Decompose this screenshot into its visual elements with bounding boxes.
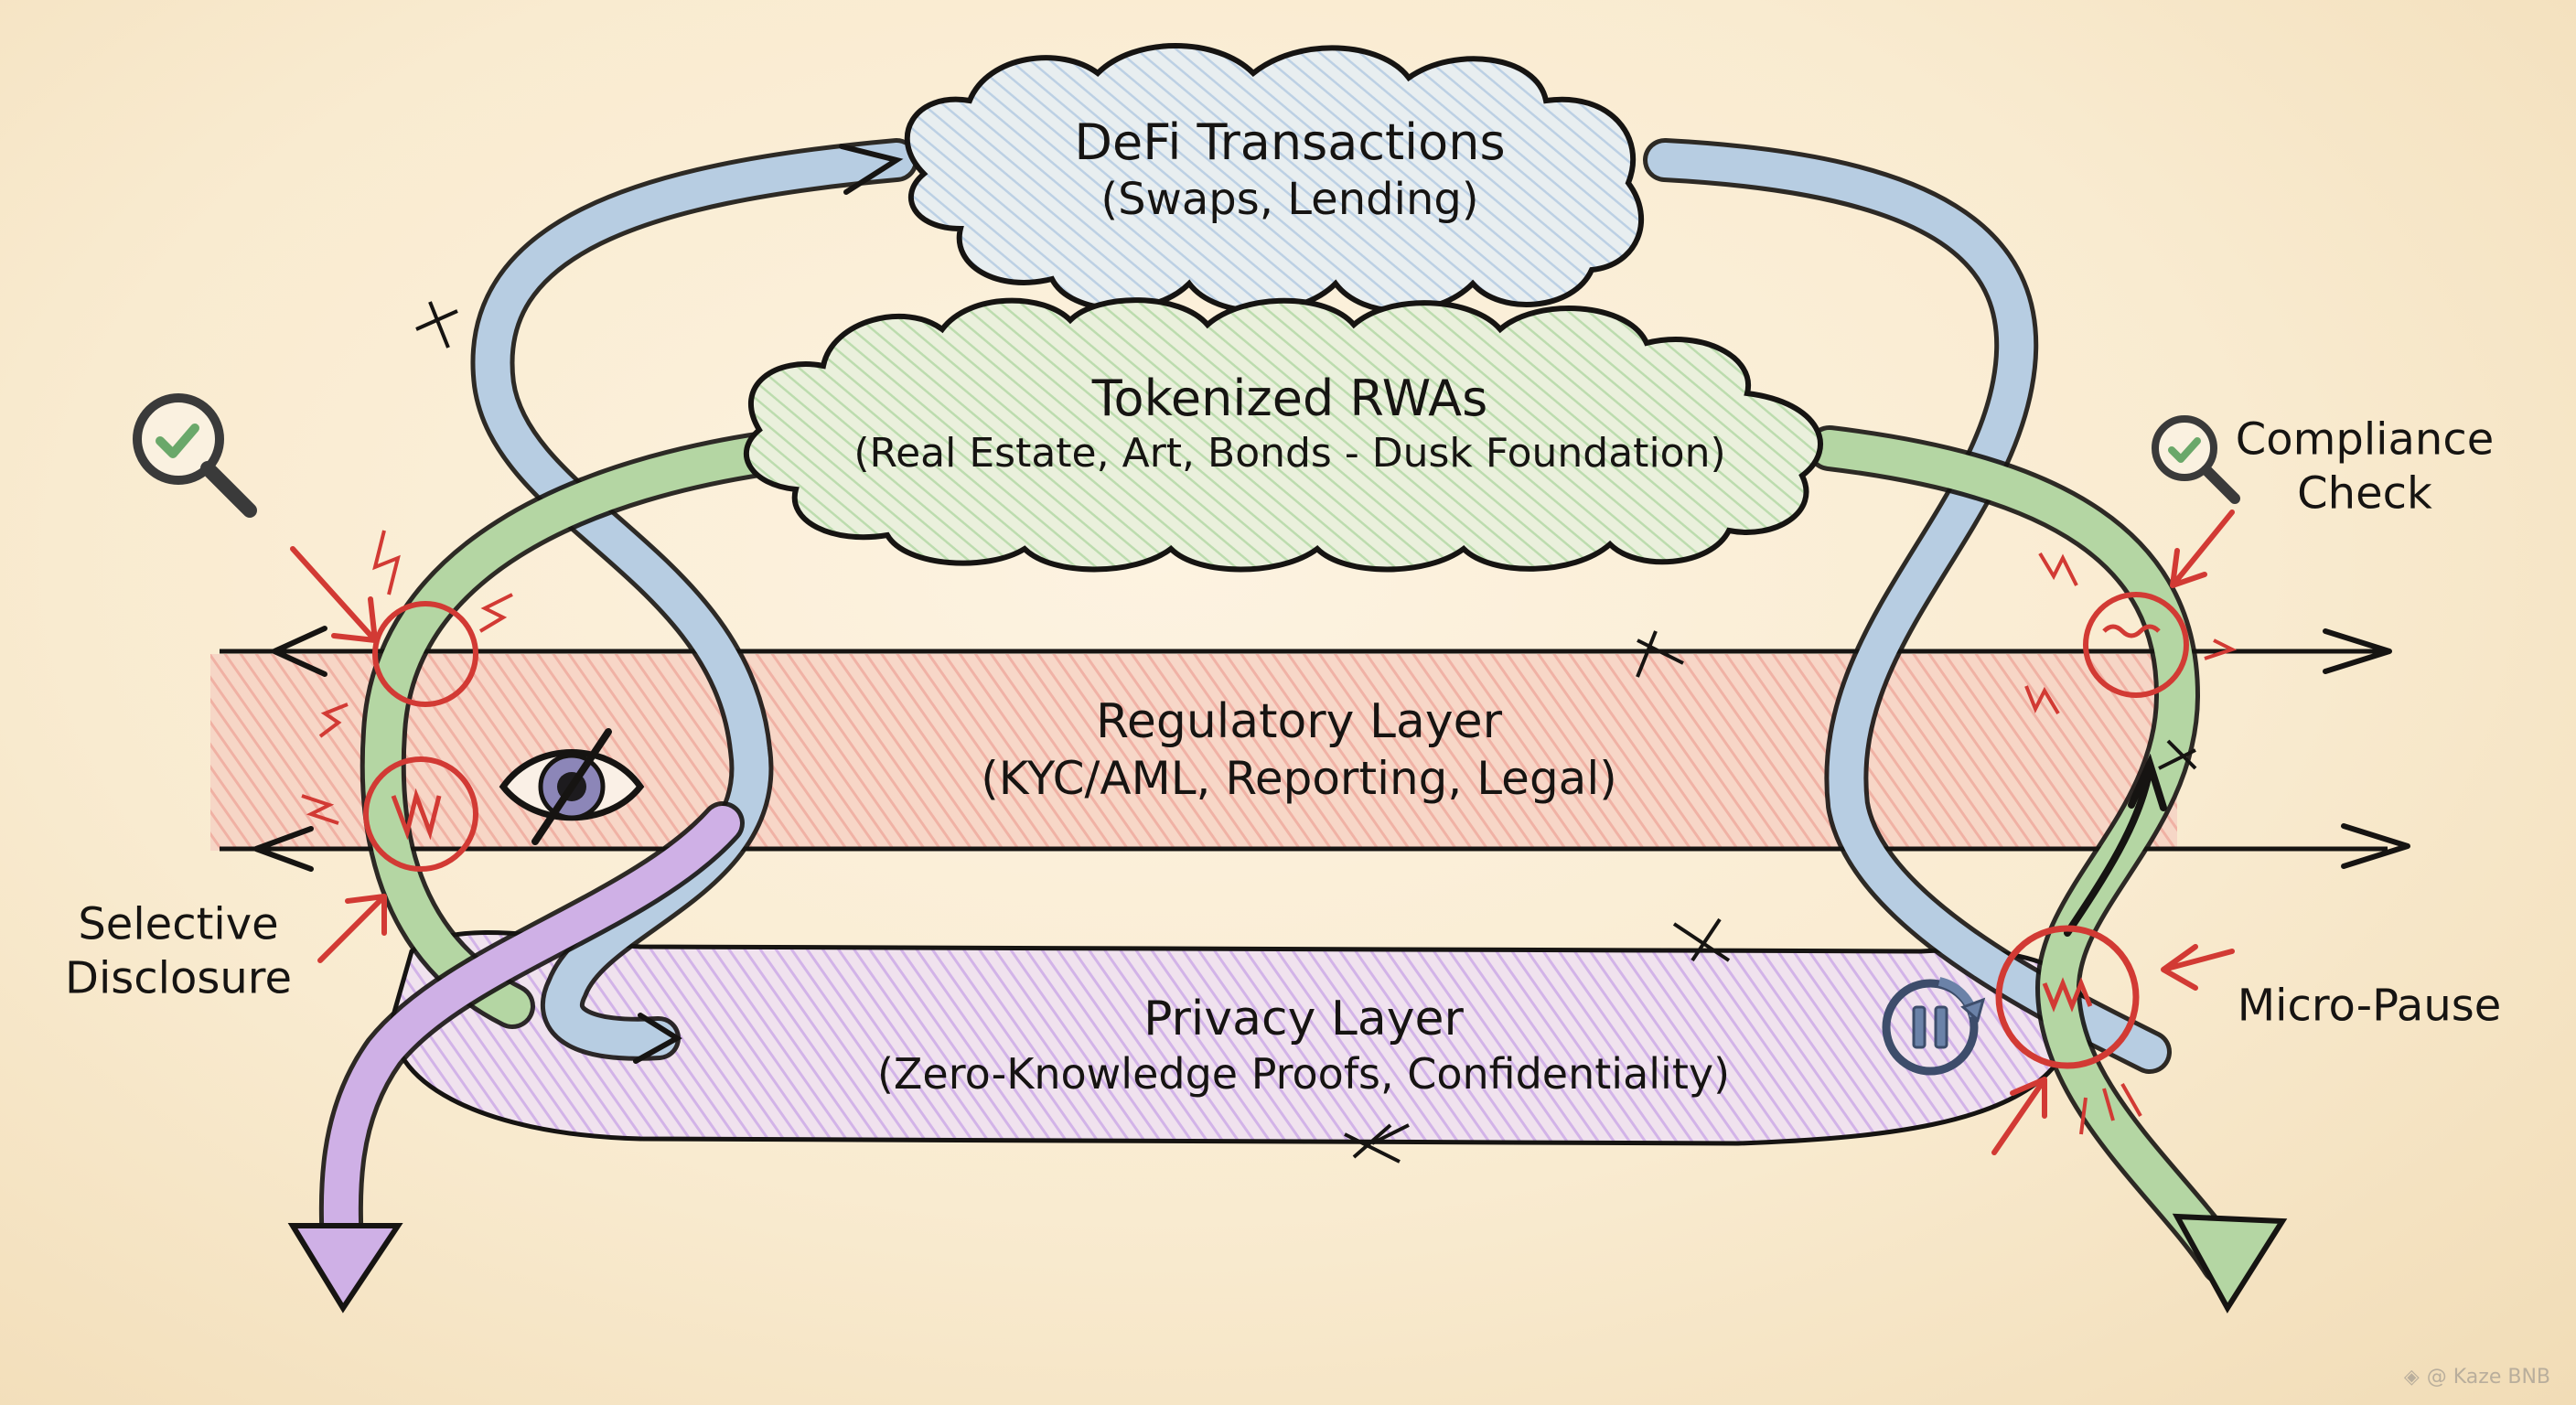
arrow-right-bottom: [2341, 823, 2410, 869]
watermark: ◈ @ Kaze BNB: [2404, 1366, 2550, 1389]
eye-slash-icon: [499, 728, 645, 845]
crossing-marks: [415, 301, 2197, 1164]
regulatory-title: Regulatory Layer: [1096, 693, 1502, 749]
compliance-line2: Check: [2297, 467, 2432, 519]
rwa-flow-stream: [360, 425, 2288, 1314]
compliance-line1: Compliance: [2235, 413, 2495, 466]
selective-disclosure-marker-top: [290, 530, 513, 738]
privacy-layer-label: Privacy Layer (Zero-Knowledge Proofs, Co…: [877, 991, 1730, 1100]
binance-diamond-icon: ◈: [2403, 1366, 2420, 1389]
magnifier-check-icon-right: [2152, 415, 2240, 504]
rwa-subtitle: (Real Estate, Art, Bonds - Dusk Foundati…: [853, 430, 1726, 477]
regulatory-subtitle: (KYC/AML, Reporting, Legal): [981, 752, 1617, 806]
watermark-text: @ Kaze BNB: [2426, 1366, 2550, 1389]
regulatory-layer-label: Regulatory Layer (KYC/AML, Reporting, Le…: [981, 693, 1616, 807]
defi-node-label: DeFi Transactions (Swaps, Lending): [1074, 113, 1505, 226]
defi-cloud: [904, 43, 1645, 314]
selective-disclosure-marker-bottom: [301, 756, 478, 963]
privacy-title: Privacy Layer: [1143, 992, 1464, 1047]
selective-disclosure-label: Selective Disclosure: [65, 897, 292, 1004]
selective-line2: Disclosure: [64, 952, 293, 1003]
arrow-left-bottom: [253, 826, 314, 872]
privacy-subtitle: (Zero-Knowledge Proofs, Confidentiality): [876, 1049, 1731, 1099]
compliance-check-label: Compliance Check: [2236, 413, 2495, 520]
compliance-check-marker: [2024, 509, 2238, 715]
defi-title: DeFi Transactions: [1074, 113, 1506, 171]
micro-pause-marker: [1991, 925, 2235, 1155]
arrow-left-top: [272, 626, 327, 677]
magnifier-check-icon-left: [133, 393, 257, 518]
pause-timer-icon: [1882, 977, 1986, 1076]
rwa-title: Tokenized RWAs: [1091, 370, 1488, 428]
defi-flow-stream: [470, 138, 2172, 1074]
defi-subtitle: (Swaps, Lending): [1100, 173, 1479, 225]
privacy-flow-stream: [287, 753, 2167, 1314]
micro-pause-line1: Micro-Pause: [2237, 980, 2502, 1032]
micro-pause-label: Micro-Pause: [2238, 980, 2502, 1034]
rwa-node-label: Tokenized RWAs (Real Estate, Art, Bonds …: [853, 369, 1725, 478]
arrow-right-top: [2323, 628, 2392, 674]
selective-line1: Selective: [78, 898, 279, 950]
rwa-cloud: [743, 297, 1823, 573]
